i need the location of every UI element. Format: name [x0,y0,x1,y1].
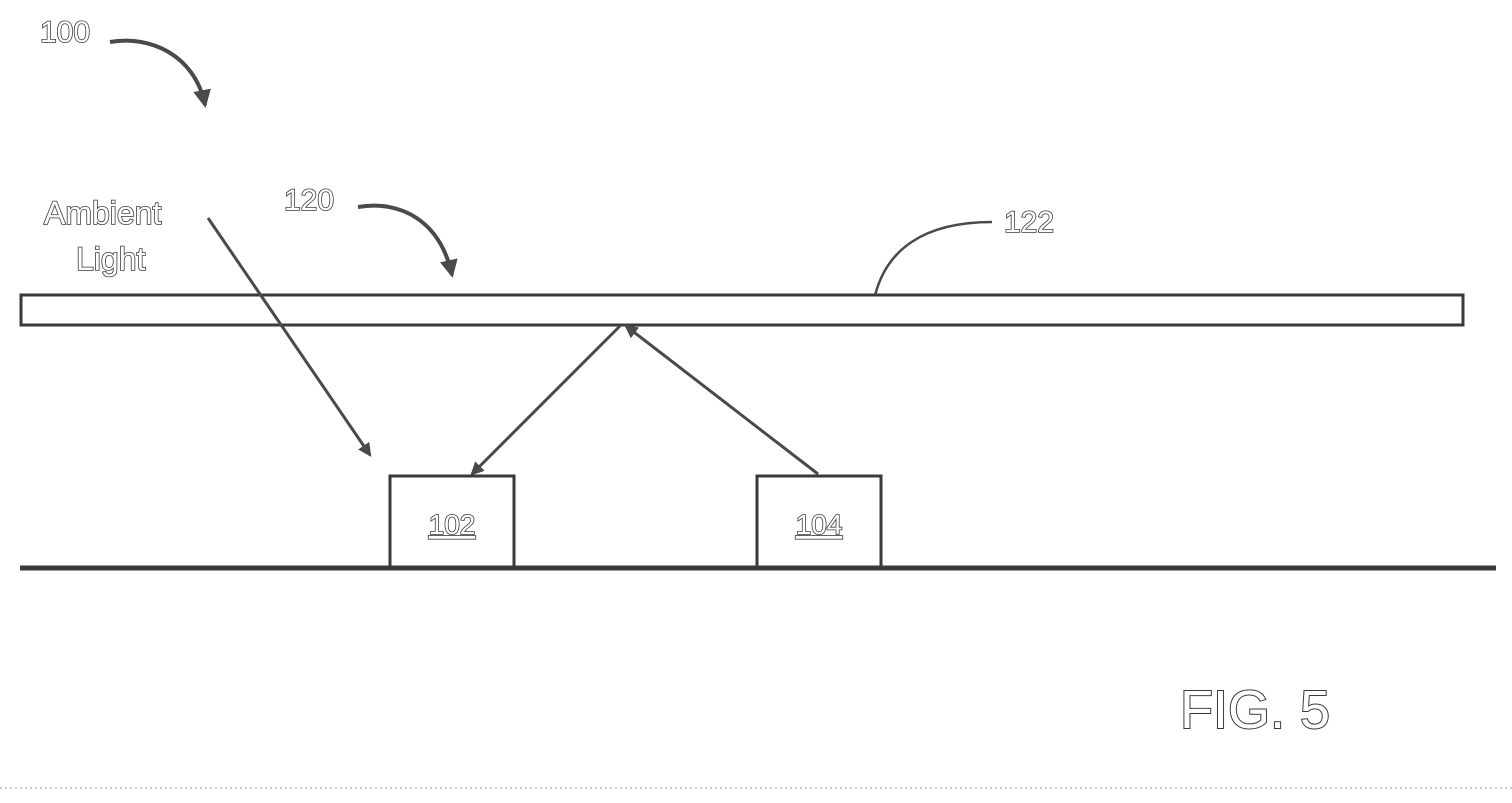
ambient-light-label: Ambient [44,195,162,231]
ambient-light-label-line2: Light [76,241,146,277]
lead-arrow-100 [110,41,205,105]
lead-arrow-120 [358,206,452,275]
component-label-102: 102 [429,509,476,540]
ref-label-122: 122 [1004,206,1054,239]
ambient-light-ray [208,218,370,455]
ref-label-120: 120 [284,184,334,217]
cover-layer-122 [21,295,1463,325]
ref-label-100: 100 [40,16,90,49]
emitted-ray-104 [626,326,818,474]
reflected-ray-102 [472,326,620,474]
figure-label: FIG. 5 [1180,680,1330,740]
component-label-104: 104 [796,509,843,540]
